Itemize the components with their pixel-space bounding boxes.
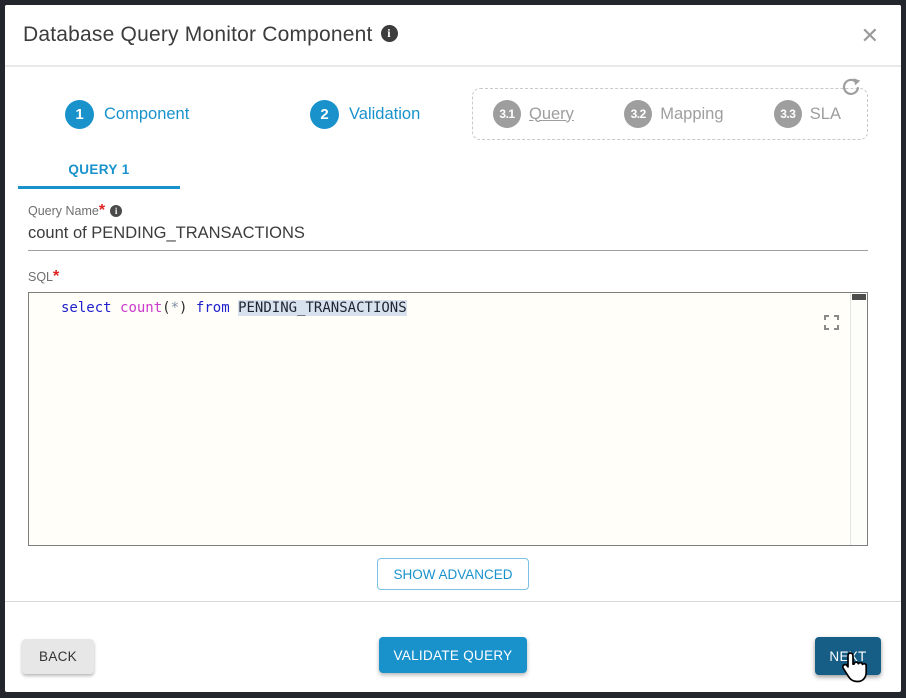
- step-3-1-badge: 3.1: [493, 100, 521, 128]
- step-1-badge: 1: [65, 99, 94, 129]
- fullscreen-corner: [834, 325, 839, 330]
- sql-token-keyword: from: [195, 300, 230, 316]
- sql-token-highlighted: PENDING_TRANSACTIONS: [238, 300, 407, 316]
- sql-token-plain: [230, 300, 238, 316]
- step-group-3: 3.1 Query 3.2 Mapping 3.3 SLA: [472, 78, 868, 140]
- step-component[interactable]: 1 Component: [65, 88, 189, 140]
- next-button[interactable]: NEXT: [815, 637, 881, 675]
- wizard-stepper: 1 Component 2 Validation 3.1 Query 3.2 M…: [5, 78, 901, 140]
- title-info-icon[interactable]: i: [380, 25, 398, 43]
- sql-token-plain: [112, 300, 120, 316]
- sql-token-keyword: select: [61, 300, 112, 316]
- dialog-header: Database Query Monitor Component i ✕: [5, 5, 901, 67]
- back-button[interactable]: BACK: [22, 639, 94, 674]
- query-name-info-icon[interactable]: i: [110, 205, 123, 217]
- query-name-input[interactable]: [28, 222, 868, 251]
- step-3-3-label: SLA: [809, 104, 841, 123]
- editor-scrollbar[interactable]: [850, 293, 867, 545]
- query-name-label: Query Name: [28, 204, 99, 218]
- fullscreen-corner: [824, 325, 829, 330]
- sql-code-editor[interactable]: select count(*) from PENDING_TRANSACTION…: [28, 292, 868, 546]
- footer-divider: [5, 601, 901, 602]
- step-3-2-label: Mapping: [660, 104, 724, 123]
- sql-label: SQL: [28, 270, 54, 284]
- step-3-2-badge: 3.2: [624, 100, 653, 128]
- query-name-field-block: Query Name* i: [28, 202, 868, 251]
- sql-token-plain: ): [179, 300, 188, 316]
- sql-token-operator: *: [170, 300, 180, 316]
- page-title-text: Database Query Monitor Component: [23, 23, 373, 46]
- fullscreen-corner: [834, 315, 839, 320]
- sql-code-line: select count(*) from PENDING_TRANSACTION…: [61, 300, 407, 316]
- tab-query-1[interactable]: QUERY 1: [68, 161, 130, 177]
- query-name-required-asterisk: *: [98, 202, 106, 219]
- sql-token-plain: (: [162, 300, 171, 316]
- step-3-3-badge: 3.3: [773, 100, 802, 128]
- step-validation[interactable]: 2 Validation: [310, 88, 420, 140]
- step-mapping[interactable]: 3.2 Mapping: [624, 100, 724, 128]
- step-query[interactable]: 3.1 Query: [493, 100, 574, 128]
- refresh-icon[interactable]: [841, 77, 861, 97]
- fullscreen-corner: [824, 315, 829, 320]
- step-1-label: Component: [104, 104, 190, 123]
- page-title: Database Query Monitor Component i: [23, 23, 398, 47]
- step-2-badge: 2: [310, 99, 339, 129]
- tab-active-underline: [18, 186, 180, 189]
- database-query-monitor-dialog: Database Query Monitor Component i ✕ 1 Co…: [5, 5, 901, 692]
- sql-token-builtin: count: [120, 300, 163, 316]
- show-advanced-button[interactable]: SHOW ADVANCED: [377, 558, 529, 590]
- close-icon[interactable]: ✕: [860, 23, 879, 48]
- sql-required-asterisk: *: [53, 268, 60, 285]
- step-sla[interactable]: 3.3 SLA: [773, 100, 841, 128]
- editor-scrollbar-thumb[interactable]: [852, 294, 866, 300]
- sql-field-label-block: SQL*: [28, 268, 59, 286]
- step-2-label: Validation: [349, 104, 421, 123]
- fullscreen-icon[interactable]: [824, 315, 839, 330]
- step-3-1-label[interactable]: Query: [529, 104, 574, 123]
- sql-token-plain: [187, 300, 195, 316]
- validate-query-button[interactable]: VALIDATE QUERY: [379, 637, 527, 673]
